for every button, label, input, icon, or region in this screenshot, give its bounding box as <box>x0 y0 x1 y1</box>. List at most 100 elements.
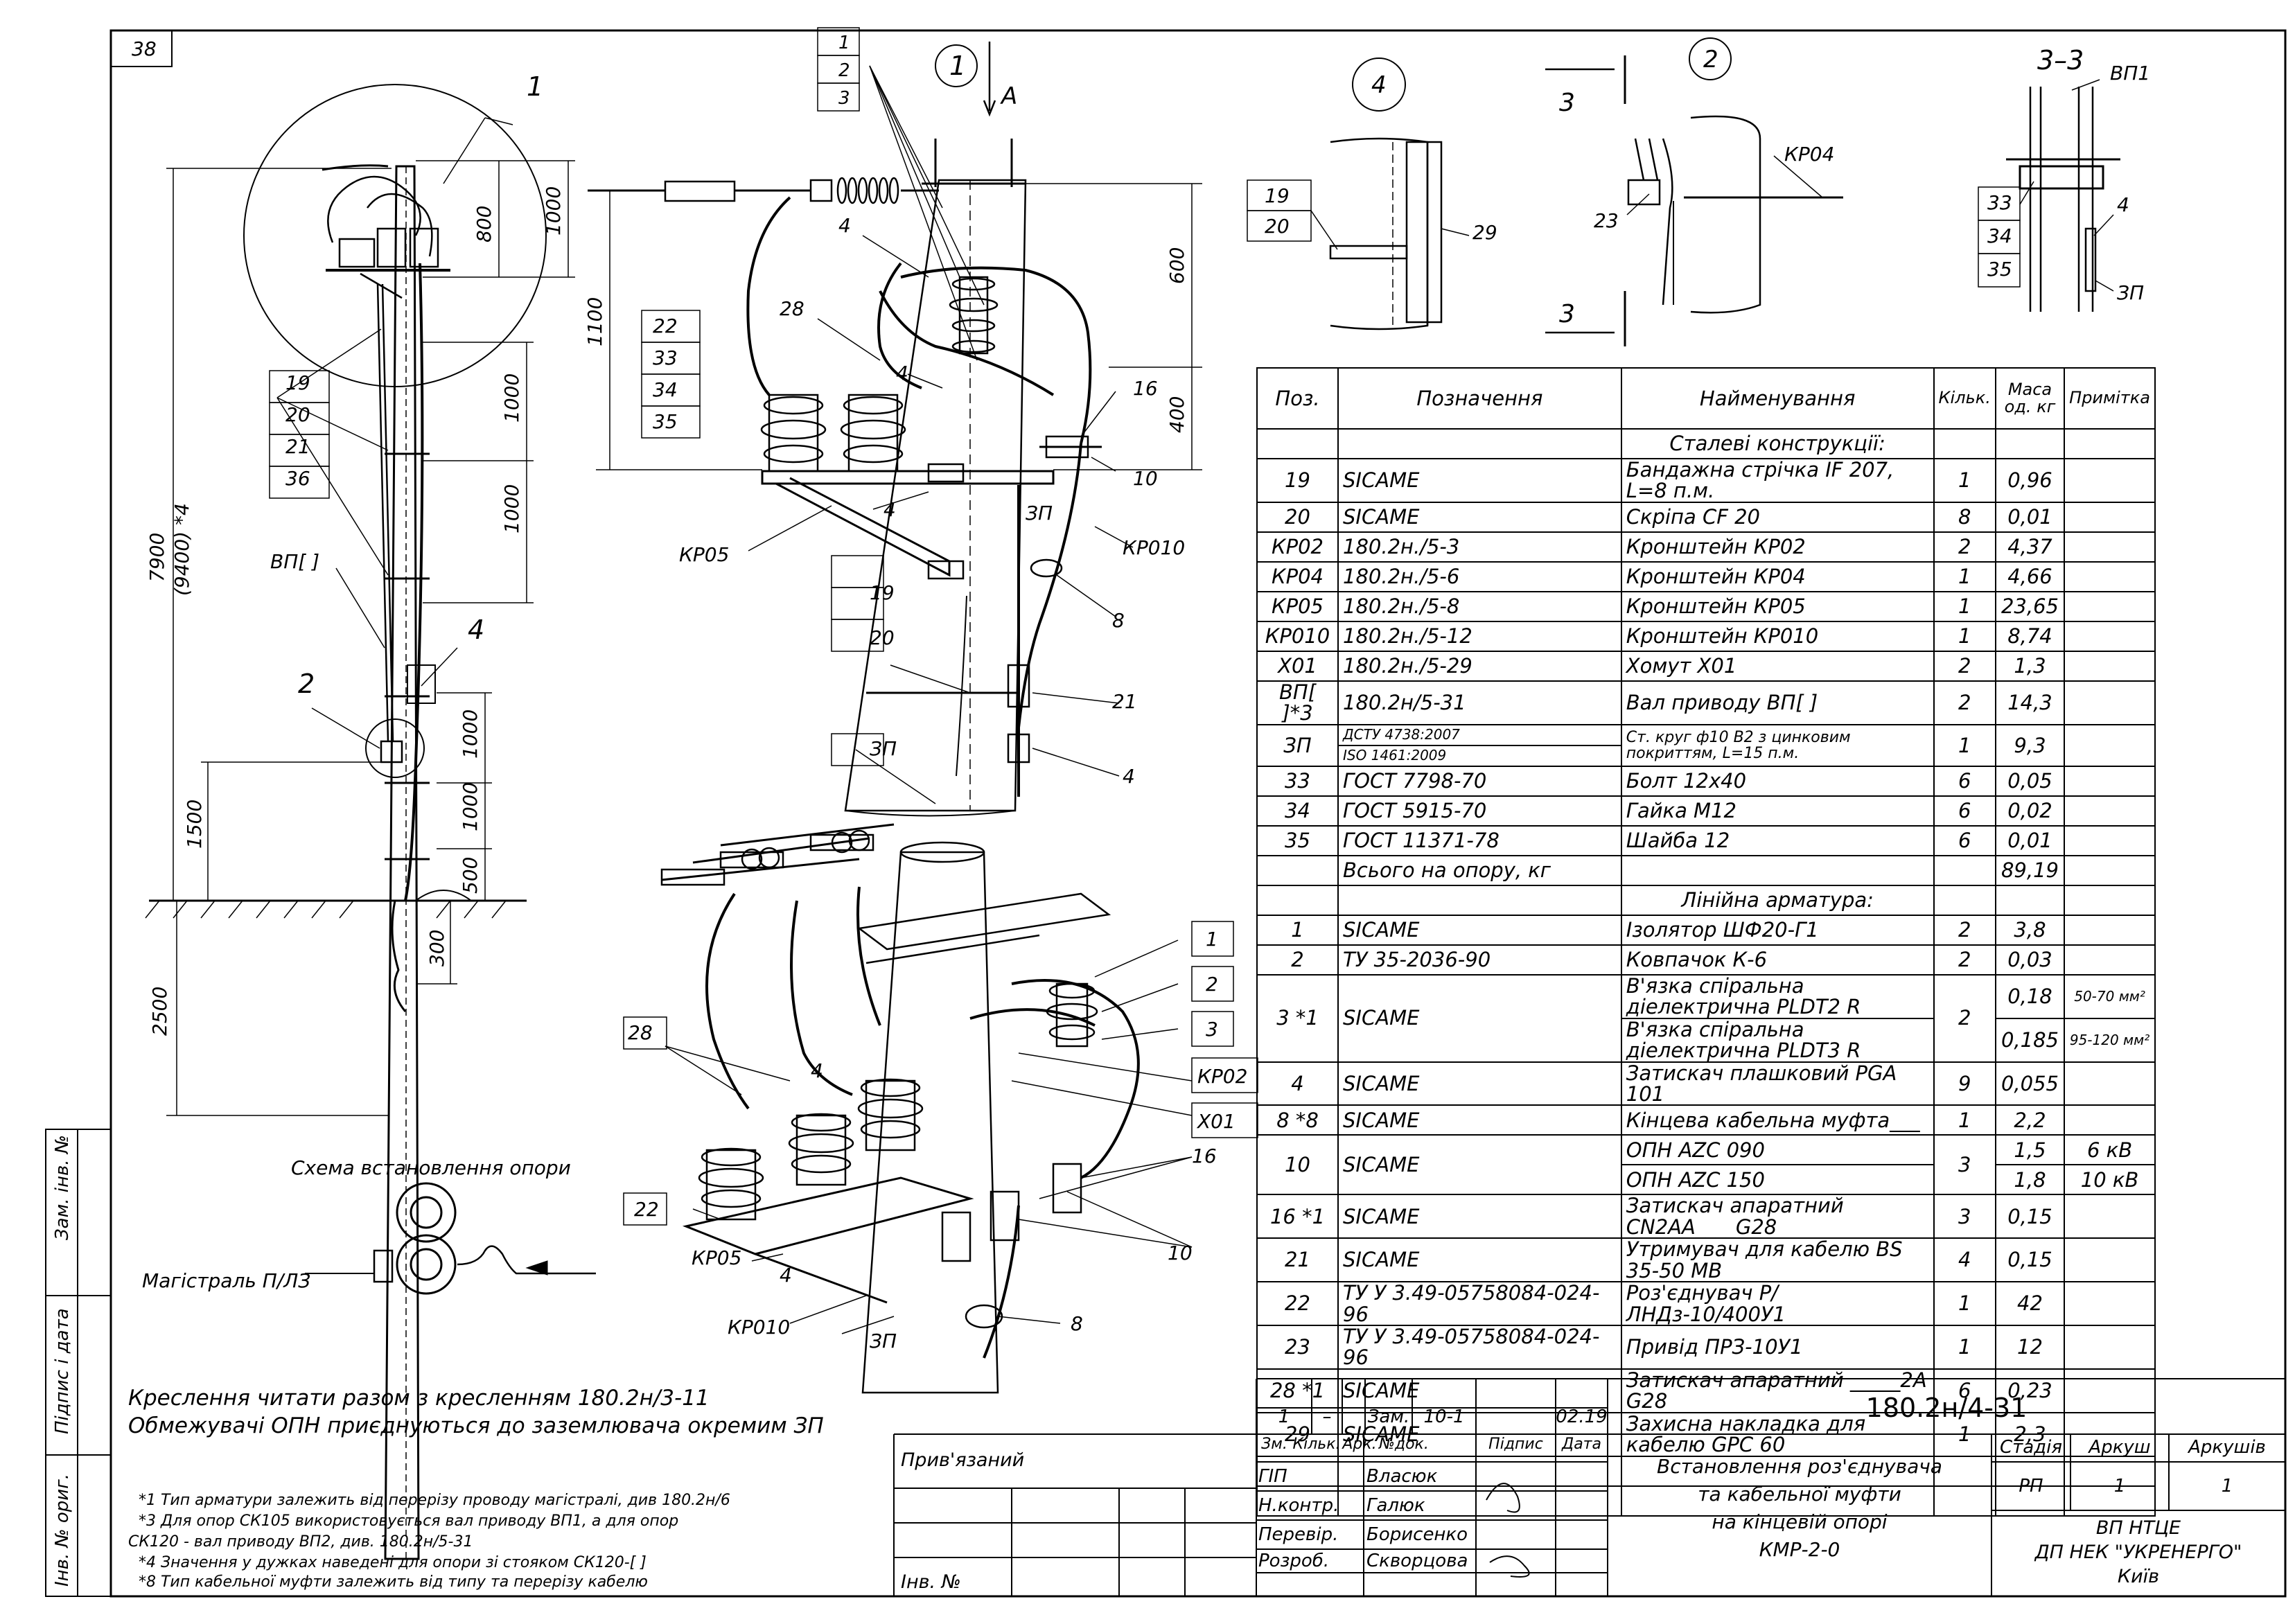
callout-33-v1: 33 <box>653 346 678 369</box>
sheets-head: Аркушів <box>2188 1437 2266 1458</box>
spec-cell: 0,01 <box>1994 824 2066 856</box>
dim-1000d: 1000 <box>459 709 482 759</box>
spec-cell: 0,185 <box>1994 1017 2066 1063</box>
spec-cell: 1 <box>1933 590 1996 622</box>
sheet-frame <box>109 29 2287 1598</box>
spec-cell: В'язка спіральна діелектрична PLDT3 R <box>1620 1017 1935 1063</box>
spec-cell: Х01 <box>1256 650 1339 682</box>
dim-1000b: 1000 <box>500 373 523 423</box>
spec-cell: 20 <box>1256 501 1339 533</box>
title-line-3: на кінцевій опорі <box>1712 1510 1888 1533</box>
note-main-1: Креслення читати разом з кресленням 180.… <box>128 1386 710 1411</box>
spec-cell: 8,74 <box>1994 620 2066 652</box>
spec-cell: Гайка М12 <box>1620 795 1935 827</box>
spec-cell <box>2064 1237 2156 1283</box>
callout-2-v1: 2 <box>838 60 850 81</box>
view-3-3-number: 3–3 <box>2037 45 2084 76</box>
spec-cell <box>2064 854 2156 886</box>
rev-head-pidpys: Підпис <box>1488 1436 1543 1453</box>
callout-35-v3: 35 <box>1987 258 2012 281</box>
callout-19-v1: 19 <box>870 581 895 604</box>
spec-cell: 180.2н./5-6 <box>1337 561 1622 592</box>
spec-cell: 1,5 <box>1994 1134 2066 1166</box>
spec-cell: Болт 12х40 <box>1620 765 1935 797</box>
rev-c2: – <box>1322 1406 1332 1427</box>
spec-head-note: Примітка <box>2064 367 2156 430</box>
role-gip: ГІП <box>1258 1466 1287 1487</box>
label-vp-left: ВП[ ] <box>270 550 319 573</box>
rev-c3: Зам. <box>1367 1406 1410 1427</box>
spec-cell: Кронштейн КР010 <box>1620 620 1935 652</box>
footnote-3a: *3 Для опор СК105 використовується вал п… <box>139 1512 679 1530</box>
callout-zp-v1b: ЗП <box>870 737 897 760</box>
callout-29-v4: 29 <box>1472 221 1497 244</box>
callout-3-v1: 3 <box>838 88 850 109</box>
callout-zp-iso: ЗП <box>870 1330 897 1352</box>
callout-zp-v1: ЗП <box>1026 502 1053 524</box>
callout-16-v1: 16 <box>1133 377 1158 400</box>
spec-cell: SICAME <box>1337 1368 1622 1413</box>
callout-1-iso: 1 <box>1206 928 1218 951</box>
spec-cell: 29 <box>1256 1411 1339 1457</box>
dim-600: 600 <box>1166 247 1188 284</box>
isometric-view <box>623 823 1258 1394</box>
spec-cell: Привід ПРЗ-10У1 <box>1620 1325 1935 1370</box>
label-19-left: 19 <box>285 371 310 394</box>
spec-cell: 22 <box>1256 1281 1339 1326</box>
spec-cell: ГОСТ 5915-70 <box>1337 795 1622 827</box>
spec-cell: 1 <box>1933 1411 1996 1457</box>
view-3-3-detail <box>1978 79 2120 312</box>
spec-cell <box>2064 458 2156 503</box>
spec-cell: 42 <box>1994 1281 2066 1326</box>
spec-cell: SICAME <box>1337 1061 1622 1106</box>
spec-cell: 6 кВ <box>2064 1134 2156 1166</box>
callout-34-v3: 34 <box>1987 224 2012 247</box>
dim-1000a: 1000 <box>542 186 565 236</box>
footnote-8: *8 Тип кабельної муфти залежить від типу… <box>139 1573 648 1591</box>
spec-cell: 180.2н./5-3 <box>1337 531 1622 563</box>
stamp-zam-inv: Зам. інв. № <box>52 1135 73 1240</box>
label-21-left: 21 <box>285 435 310 458</box>
spec-cell: 9 <box>1933 1061 1996 1106</box>
stage-head: Стадія <box>1999 1437 2063 1458</box>
title-line-4: КМР-2-0 <box>1759 1538 1840 1561</box>
spec-cell: Утримувач для кабелю BS 35-50 MB <box>1620 1237 1935 1283</box>
spec-cell <box>2064 765 2156 797</box>
spec-cell: 0,15 <box>1994 1237 2066 1283</box>
spec-cell: 35 <box>1256 824 1339 856</box>
table-row: В'язка спіральна діелектрична PLDT3 R 0,… <box>1257 1017 2156 1063</box>
spec-cell: 1 <box>1933 1104 1996 1136</box>
table-row-empty <box>1256 1455 2156 1487</box>
spec-cell: 1,3 <box>1994 650 2066 682</box>
spec-cell: 0,15 <box>1994 1194 2066 1239</box>
callout-4-iso-b: 4 <box>780 1264 792 1287</box>
spec-cell <box>2064 1104 2156 1136</box>
spec-cell: Ковпачок К-6 <box>1620 944 1935 976</box>
view-4-number: 4 <box>1371 71 1387 99</box>
spec-cell: 2,3 <box>1994 1411 2066 1457</box>
spec-cell <box>1256 854 1339 886</box>
spec-cell: 0,03 <box>1994 944 2066 976</box>
title-line-2: та кабельної муфти <box>1698 1483 1901 1506</box>
spec-cell: ДСТУ 4738:2007 <box>1337 723 1622 746</box>
callout-20-v1: 20 <box>870 626 895 649</box>
spec-cell: 1 <box>1933 723 1996 767</box>
spec-cell: 4 <box>1256 1061 1339 1106</box>
callout-10-v1: 10 <box>1133 467 1158 490</box>
org-line-2: ДП НЕК "УКРЕНЕРГО" <box>2034 1542 2242 1563</box>
table-row: ЗП ДСТУ 4738:2007 Ст. круг ф10 В2 з цинк… <box>1256 723 2156 767</box>
spec-cell: 6 <box>1933 795 1996 827</box>
spec-cell: SICAME <box>1337 1411 1622 1457</box>
name-perevir: Борисенко <box>1366 1524 1468 1545</box>
spec-cell <box>2064 1368 2156 1413</box>
table-row-empty <box>1256 1485 2156 1517</box>
spec-cell: КР02 <box>1256 531 1339 563</box>
dim-400: 400 <box>1166 396 1188 433</box>
view-4-labels: 4 19 20 29 <box>1265 71 1497 244</box>
callout-x01-iso: Х01 <box>1196 1110 1236 1133</box>
spec-cell: 6 <box>1933 765 1996 797</box>
spec-cell <box>2064 590 2156 622</box>
